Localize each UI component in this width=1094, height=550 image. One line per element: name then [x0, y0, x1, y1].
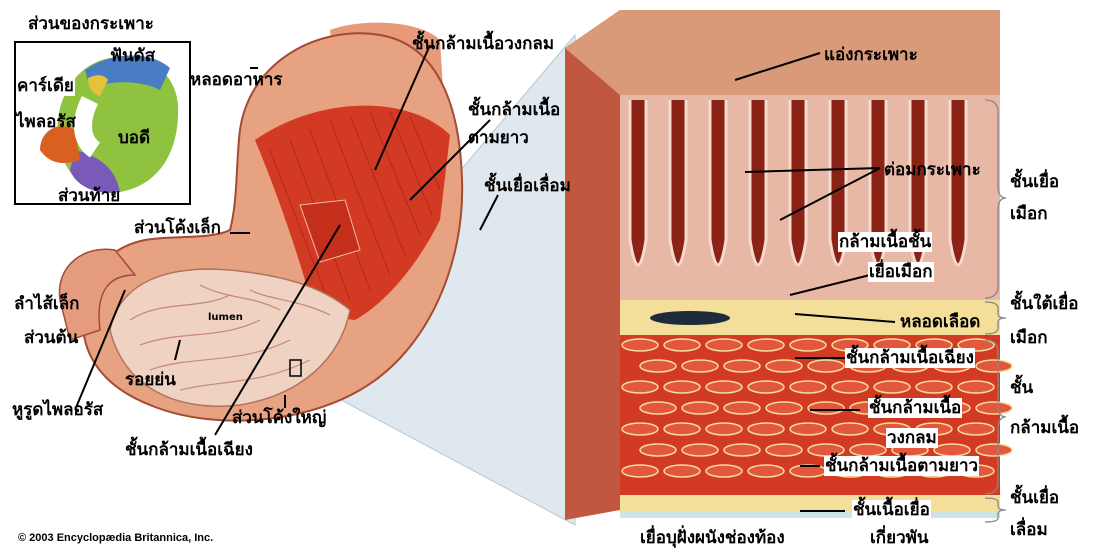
label-oblique-muscle: ชั้นกล้ามเนื้อเฉียง	[125, 440, 253, 460]
label-blood-vessel: หลอดเลือด	[900, 312, 980, 332]
label-serosa: ชั้นเยื่อเลื่อม	[484, 176, 571, 196]
label-muscularis-mucosae-2: เยื่อเมือก	[868, 262, 934, 282]
muscle-fiber	[808, 360, 844, 372]
label-gastric-pits: แอ่งกระเพาะ	[824, 45, 918, 65]
muscle-fiber	[850, 444, 886, 456]
label-longitudinal-muscle-1: ชั้นกล้ามเนื้อ	[468, 100, 560, 120]
blood-vessel-graphic	[650, 311, 730, 325]
muscle-fiber	[706, 339, 742, 351]
muscle-fiber	[748, 423, 784, 435]
label-cardia: คาร์เดีย	[16, 76, 75, 96]
muscle-fiber	[724, 402, 760, 414]
label-pyloric-sphincter: หูรูดไพลอรัส	[12, 400, 103, 420]
label-circular-layer-2: วงกลม	[886, 428, 938, 448]
muscle-fiber	[724, 444, 760, 456]
muscle-fiber	[766, 402, 802, 414]
label-connective-tissue-1: ชั้นเนื้อเยื่อ	[852, 500, 931, 520]
label-duodenum-1: ลำไส้เล็ก	[14, 294, 79, 314]
muscle-fiber	[748, 465, 784, 477]
muscle-fiber	[682, 444, 718, 456]
label-connective-tissue-2: เกี่ยวพัน	[870, 528, 928, 548]
muscle-fiber	[790, 339, 826, 351]
muscle-fiber	[706, 423, 742, 435]
label-antrum: ส่วนท้าย	[58, 186, 120, 206]
muscle-fiber	[976, 402, 1012, 414]
muscle-fiber	[706, 465, 742, 477]
label-duodenum-2: ส่วนต้น	[24, 328, 78, 348]
muscle-fiber	[832, 381, 868, 393]
muscle-fiber	[748, 381, 784, 393]
muscle-fiber	[748, 339, 784, 351]
muscle-fiber	[682, 360, 718, 372]
label-serosa-2: เลื่อม	[1010, 520, 1048, 540]
inset-title: ส่วนของกระเพาะ	[28, 14, 154, 34]
muscle-fiber	[622, 339, 658, 351]
muscle-fiber	[976, 444, 1012, 456]
label-muscularis-2: กล้ามเนื้อ	[1010, 418, 1079, 438]
muscle-fiber	[664, 423, 700, 435]
gastric-gland	[630, 100, 646, 265]
gastric-gland	[950, 100, 966, 265]
muscle-fiber	[622, 465, 658, 477]
label-muscularis-1: ชั้น	[1010, 378, 1033, 398]
label-longitudinal-muscle-2: ตามยาว	[468, 128, 529, 148]
muscle-fiber	[640, 444, 676, 456]
gastric-gland	[670, 100, 686, 265]
muscle-fiber	[664, 465, 700, 477]
label-greater-curvature: ส่วนโค้งใหญ่	[232, 408, 326, 428]
label-esophagus: หลอดอาหาร	[190, 70, 283, 90]
label-mucosa-1: ชั้นเยื่อ	[1010, 172, 1059, 192]
label-longitudinal-layer: ชั้นกล้ามเนื้อตามยาว	[824, 456, 979, 476]
label-mucosa-2: เมือก	[1010, 204, 1048, 224]
label-fundus: ฟันดัส	[110, 46, 155, 66]
copyright-text: © 2003 Encyclopædia Britannica, Inc.	[18, 532, 213, 544]
muscle-fiber	[958, 423, 994, 435]
muscle-fiber	[640, 402, 676, 414]
label-rugae: รอยย่น	[125, 370, 176, 390]
muscle-fiber	[790, 381, 826, 393]
muscle-fiber	[622, 423, 658, 435]
gastric-gland	[710, 100, 726, 265]
muscle-fiber	[706, 381, 742, 393]
muscle-fiber	[934, 444, 970, 456]
gastric-gland	[790, 100, 806, 265]
muscle-fiber	[766, 444, 802, 456]
muscle-fiber	[790, 423, 826, 435]
muscle-fiber	[664, 339, 700, 351]
label-oblique-layer: ชั้นกล้ามเนื้อเฉียง	[845, 348, 975, 368]
muscle-fiber	[832, 423, 868, 435]
muscle-fiber	[664, 381, 700, 393]
label-lumen: lumen	[208, 308, 243, 328]
label-submucosa-2: เมือก	[1010, 328, 1048, 348]
muscle-fiber	[916, 381, 952, 393]
muscle-fiber	[622, 381, 658, 393]
muscle-fiber	[808, 402, 844, 414]
muscle-fiber	[766, 360, 802, 372]
label-lesser-curvature: ส่วนโค้งเล็ก	[134, 218, 221, 238]
muscle-fiber	[682, 402, 718, 414]
muscle-fiber	[640, 360, 676, 372]
label-circular-muscle: ชั้นกล้ามเนื้อวงกลม	[412, 34, 554, 54]
label-gastric-glands: ต่อมกระเพาะ	[884, 160, 981, 180]
muscle-fiber	[874, 381, 910, 393]
label-peritoneum: เยื่อบุฝั่งผนังช่องท้อง	[640, 528, 785, 548]
label-muscularis-mucosae-1: กล้ามเนื้อชั้น	[838, 232, 932, 252]
muscle-fiber	[724, 360, 760, 372]
muscle-fiber	[976, 360, 1012, 372]
label-submucosa-1: ชั้นใต้เยื่อ	[1010, 294, 1078, 314]
label-circular-layer-1: ชั้นกล้ามเนื้อ	[868, 398, 962, 418]
label-serosa-1: ชั้นเยื่อ	[1010, 488, 1059, 508]
label-body: บอดี	[118, 128, 150, 148]
gastric-gland	[750, 100, 766, 265]
muscle-fiber	[958, 381, 994, 393]
label-pylorus: ไพลอรัส	[16, 112, 76, 132]
muscle-fiber	[808, 444, 844, 456]
